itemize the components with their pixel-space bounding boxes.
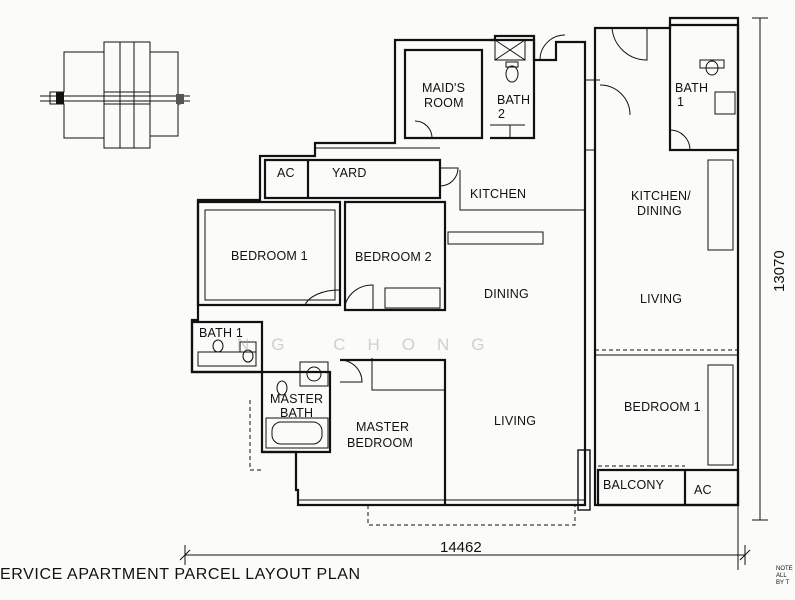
label-master-bath: MASTER <box>270 392 323 406</box>
label-master-bedroom-2: BEDROOM <box>347 436 413 450</box>
right-unit <box>593 16 740 570</box>
label-maids-room-2: ROOM <box>424 96 464 110</box>
label-bedroom-2: BEDROOM 2 <box>355 250 432 264</box>
width-dimension: 14462 <box>440 539 482 556</box>
label-bath-2: BATH <box>497 93 530 107</box>
label-living-right: LIVING <box>640 292 682 306</box>
label-kitchen: KITCHEN <box>470 187 526 201</box>
label-bedroom-1-right: BEDROOM 1 <box>624 400 701 414</box>
plan-title: ERVICE APARTMENT PARCEL LAYOUT PLAN <box>0 566 361 583</box>
depth-dimension: 13070 <box>771 250 788 292</box>
label-kitchen-dining: KITCHEN/ <box>631 189 691 203</box>
note-fragment: NOTE ALL BY T <box>776 566 793 586</box>
label-bath-2-num: 2 <box>498 107 505 121</box>
label-yard: YARD <box>332 166 367 180</box>
dimension-lines <box>179 17 768 565</box>
left-unit <box>190 34 600 526</box>
label-ac-left: AC <box>277 166 295 180</box>
key-plan <box>40 41 190 149</box>
label-bedroom-1-left: BEDROOM 1 <box>231 249 308 263</box>
label-maids-room: MAID'S <box>422 81 465 95</box>
label-bath-1-right-num: 1 <box>677 95 684 109</box>
label-bath-1-right: BATH <box>675 81 708 95</box>
label-dining-left: DINING <box>484 287 529 301</box>
label-balcony: BALCONY <box>603 478 665 492</box>
label-ac-right: AC <box>694 483 712 497</box>
label-kitchen-dining-2: DINING <box>637 204 682 218</box>
watermark: NG CHONG <box>237 335 507 354</box>
label-master-bedroom: MASTER <box>356 420 409 434</box>
label-living-left: LIVING <box>494 414 536 428</box>
label-bath-1-left: BATH 1 <box>199 326 243 340</box>
label-master-bath-2: BATH <box>280 406 313 420</box>
